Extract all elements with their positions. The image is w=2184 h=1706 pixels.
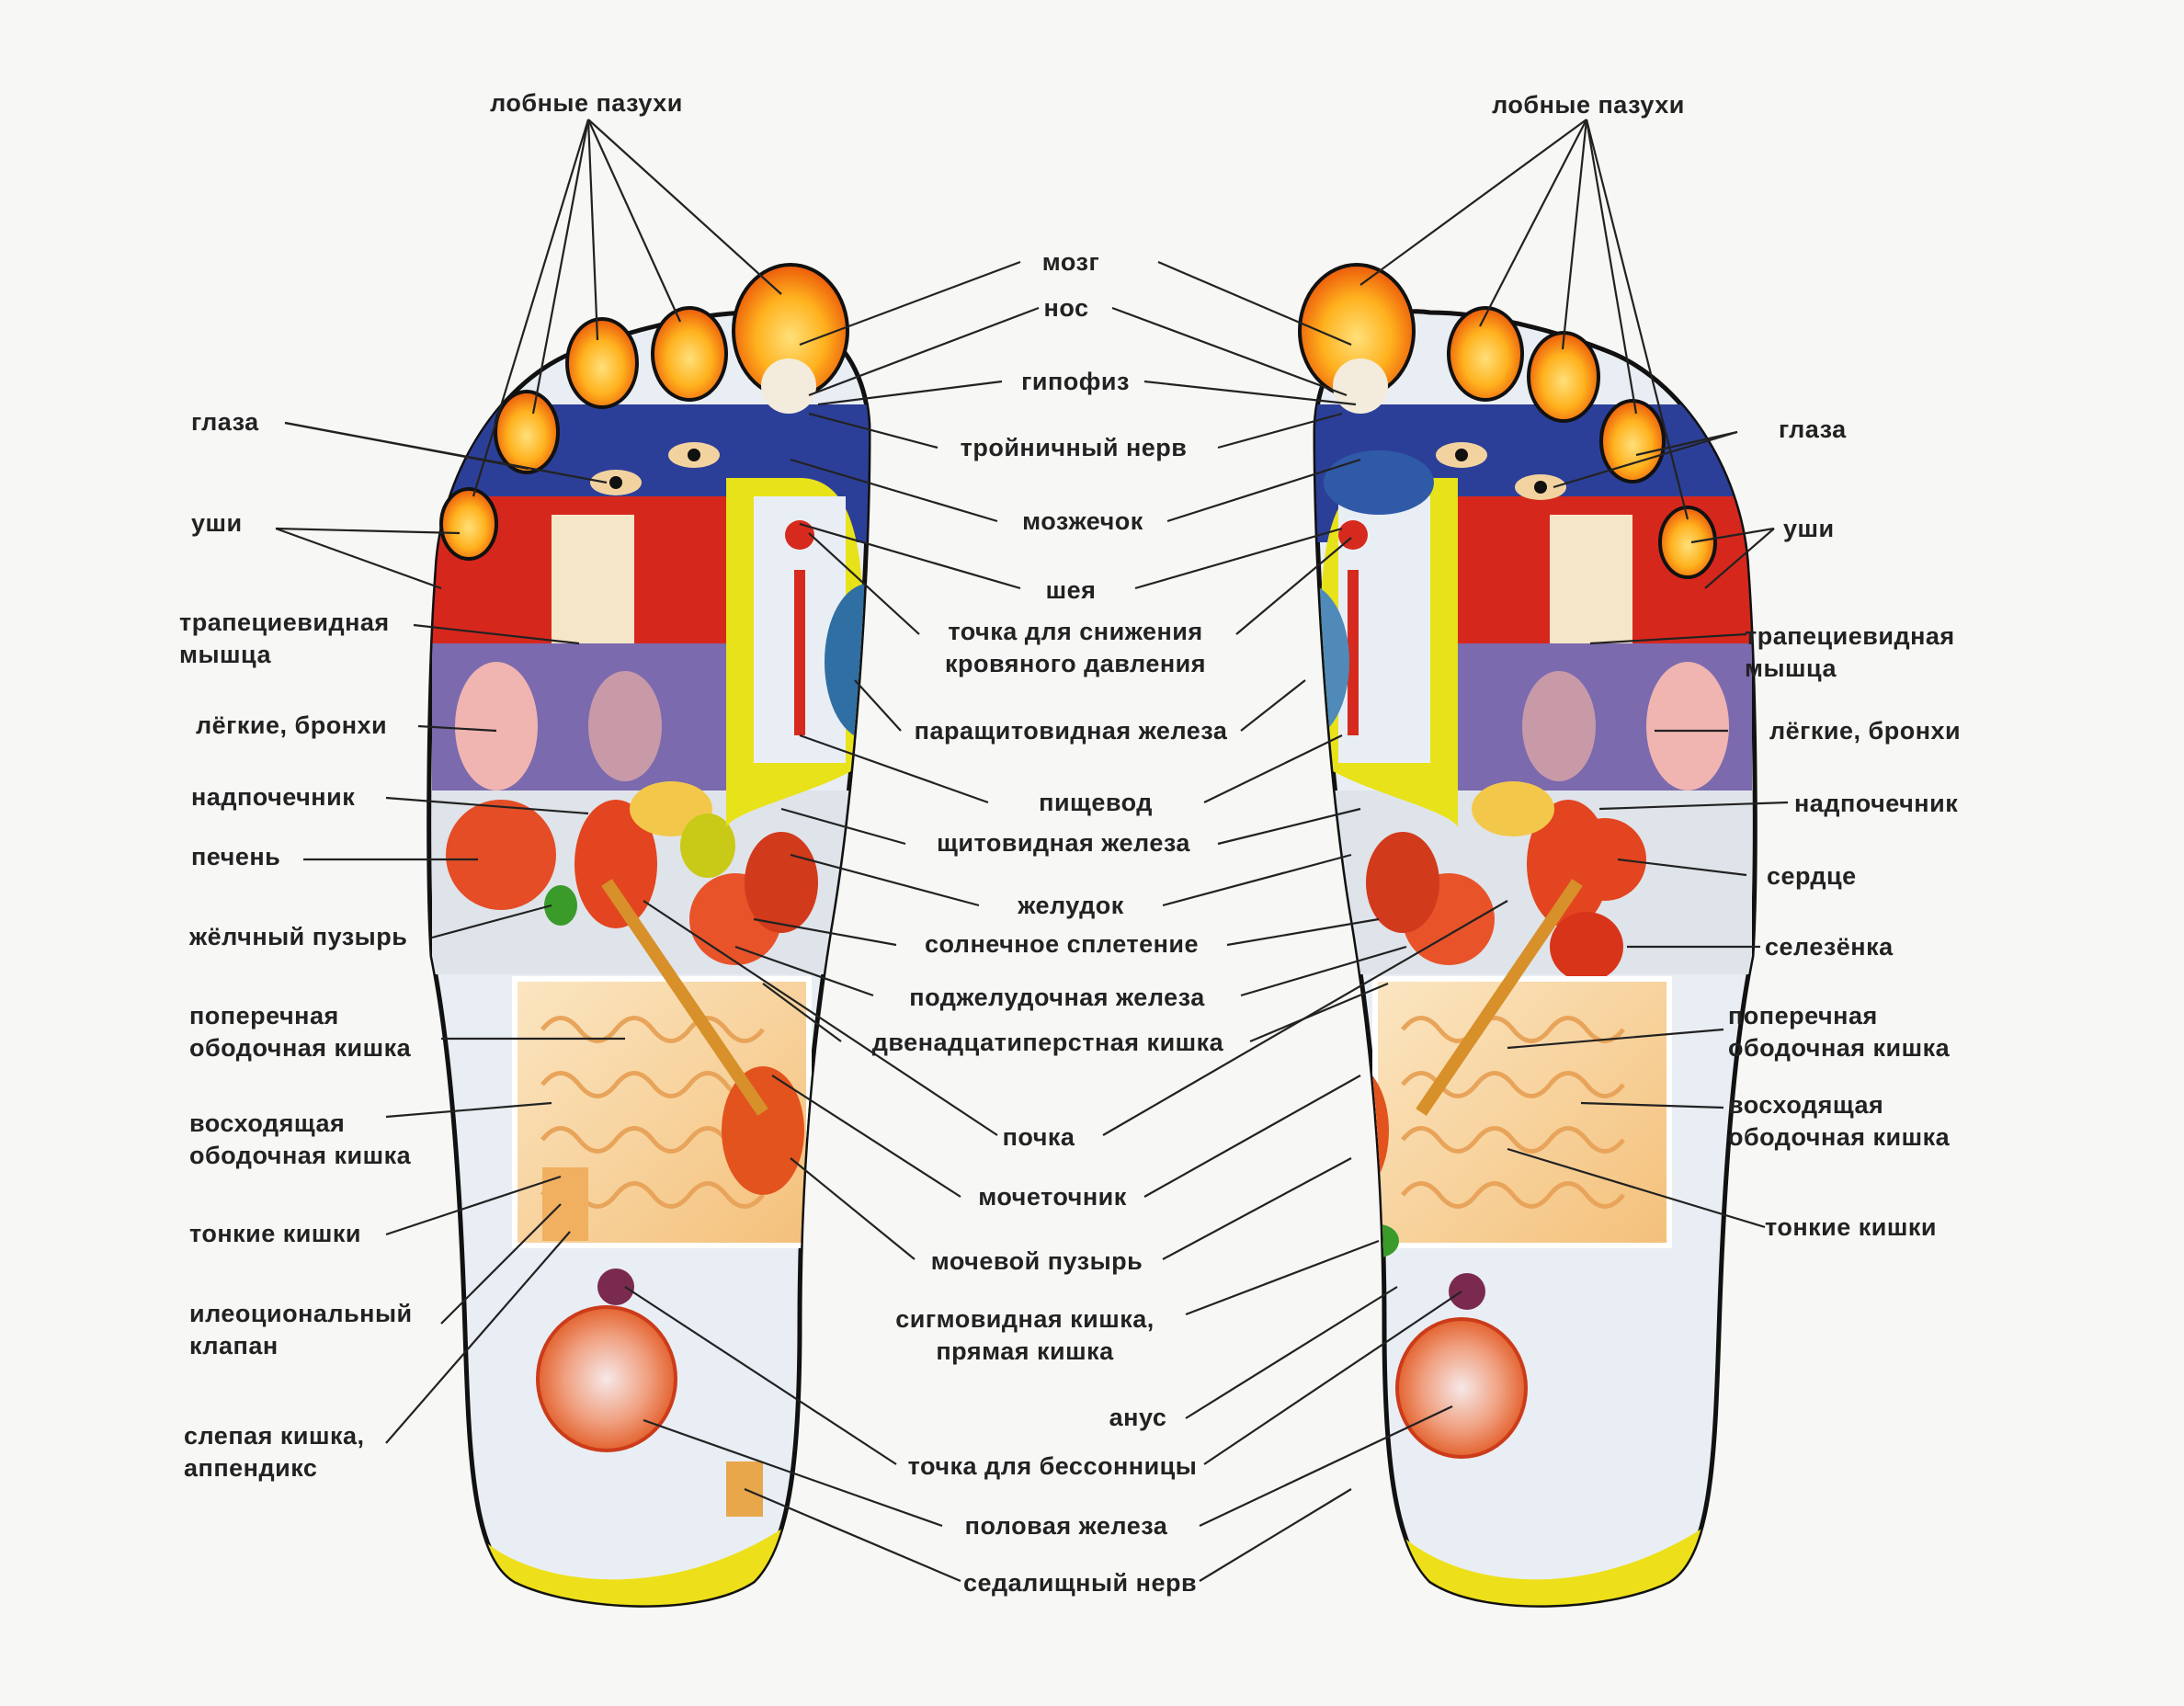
- label-anus: анус: [1109, 1404, 1167, 1431]
- label-ileocecal-line1: илеоциональный: [189, 1300, 413, 1327]
- label-transverse-colon-line2: ободочная кишка: [189, 1034, 412, 1062]
- label-appendix-line2: аппендикс: [184, 1454, 318, 1482]
- label-esophagus: пищевод: [1039, 789, 1153, 816]
- label-gonad: половая железа: [964, 1512, 1168, 1540]
- label-adrenal-left: надпочечник: [191, 783, 356, 811]
- label-trapezius-right-line2: мышца: [1745, 654, 1837, 682]
- label-ileocecal-line2: клапан: [189, 1332, 279, 1359]
- label-sigmoid-line1: сигмовидная кишка,: [895, 1305, 1155, 1333]
- label-transverse-colon-right-line1: поперечная: [1728, 1002, 1878, 1029]
- label-ascending-colon-right-line2: ободочная кишка: [1728, 1123, 1951, 1151]
- label-pancreas: поджелудочная железа: [909, 984, 1205, 1011]
- label-small-intestine-right: тонкие кишки: [1765, 1213, 1938, 1241]
- label-ascending-colon-right: восходящая ободочная кишка: [1728, 1089, 1950, 1154]
- label-sigmoid-line2: прямая кишка: [936, 1337, 1114, 1365]
- label-blood-pressure-line2: кровяного давления: [944, 650, 1207, 677]
- label-duodenum: двенадцатиперстная кишка: [871, 1029, 1224, 1056]
- label-ascending-colon-left: восходящая ободочная кишка: [189, 1108, 411, 1172]
- label-heart: сердце: [1767, 862, 1857, 890]
- label-trigeminal: тройничный нерв: [960, 434, 1188, 461]
- label-ears-left: уши: [191, 509, 243, 537]
- label-transverse-colon-line1: поперечная: [189, 1002, 339, 1029]
- left-foot: [427, 263, 871, 1608]
- label-eyes-left: глаза: [191, 408, 259, 436]
- label-ascending-colon-line2: ободочная кишка: [189, 1142, 412, 1169]
- label-spleen: селезёнка: [1765, 933, 1894, 961]
- label-trapezius-line1: трапециевидная: [179, 608, 390, 636]
- label-nose: нос: [1043, 294, 1089, 322]
- label-thyroid: щитовидная железа: [937, 829, 1190, 857]
- label-cerebellum: мозжечок: [1022, 507, 1143, 535]
- label-transverse-colon-right: поперечная ободочная кишка: [1728, 1000, 1950, 1064]
- label-trapezius-left: трапециевидная мышца: [179, 607, 390, 671]
- label-frontal-sinus-right: лобные пазухи: [1492, 91, 1685, 119]
- label-trapezius-right-line1: трапециевидная: [1745, 622, 1955, 650]
- label-kidney: почка: [1002, 1123, 1075, 1151]
- label-ureter: мочеточник: [978, 1183, 1127, 1211]
- right-foot: [1298, 263, 1757, 1608]
- label-small-intestine-left: тонкие кишки: [189, 1220, 362, 1247]
- label-parathyroid: паращитовидная железа: [914, 717, 1228, 745]
- label-blood-pressure-line1: точка для снижения: [948, 618, 1203, 645]
- label-blood-pressure: точка для снижения кровяного давления: [945, 616, 1206, 680]
- label-appendix-line1: слепая кишка,: [184, 1422, 365, 1450]
- label-gallbladder: жёлчный пузырь: [189, 923, 408, 950]
- label-neck: шея: [1045, 576, 1097, 604]
- label-pituitary: гипофиз: [1021, 368, 1130, 395]
- label-brain: мозг: [1041, 248, 1100, 276]
- label-lungs-left: лёгкие, бронхи: [196, 711, 388, 739]
- label-trapezius-right: трапециевидная мышца: [1745, 620, 1955, 685]
- label-appendix: слепая кишка, аппендикс: [184, 1420, 365, 1484]
- label-transverse-colon-right-line2: ободочная кишка: [1728, 1034, 1951, 1062]
- label-liver: печень: [191, 843, 281, 870]
- leader-lines: [275, 119, 1789, 1583]
- label-ascending-colon-right-line1: восходящая: [1728, 1091, 1884, 1119]
- label-insomnia: точка для бессонницы: [907, 1452, 1198, 1480]
- label-ascending-colon-line1: восходящая: [189, 1109, 346, 1137]
- label-adrenal-right: надпочечник: [1794, 790, 1959, 817]
- label-lungs-right: лёгкие, бронхи: [1769, 717, 1962, 745]
- label-eyes-right: глаза: [1779, 415, 1847, 443]
- label-ileocecal: илеоциональный клапан: [189, 1298, 413, 1362]
- label-sigmoid: сигмовидная кишка, прямая кишка: [895, 1303, 1155, 1368]
- label-transverse-colon-left: поперечная ободочная кишка: [189, 1000, 411, 1064]
- label-bladder: мочевой пузырь: [930, 1247, 1143, 1275]
- label-trapezius-line2: мышца: [179, 641, 271, 668]
- label-stomach: желудок: [1018, 892, 1124, 919]
- label-solar-plexus: солнечное сплетение: [924, 930, 1200, 958]
- label-frontal-sinus-left: лобные пазухи: [490, 89, 683, 117]
- label-sciatic: седалищный нерв: [962, 1569, 1198, 1597]
- label-ears-right: уши: [1783, 515, 1835, 542]
